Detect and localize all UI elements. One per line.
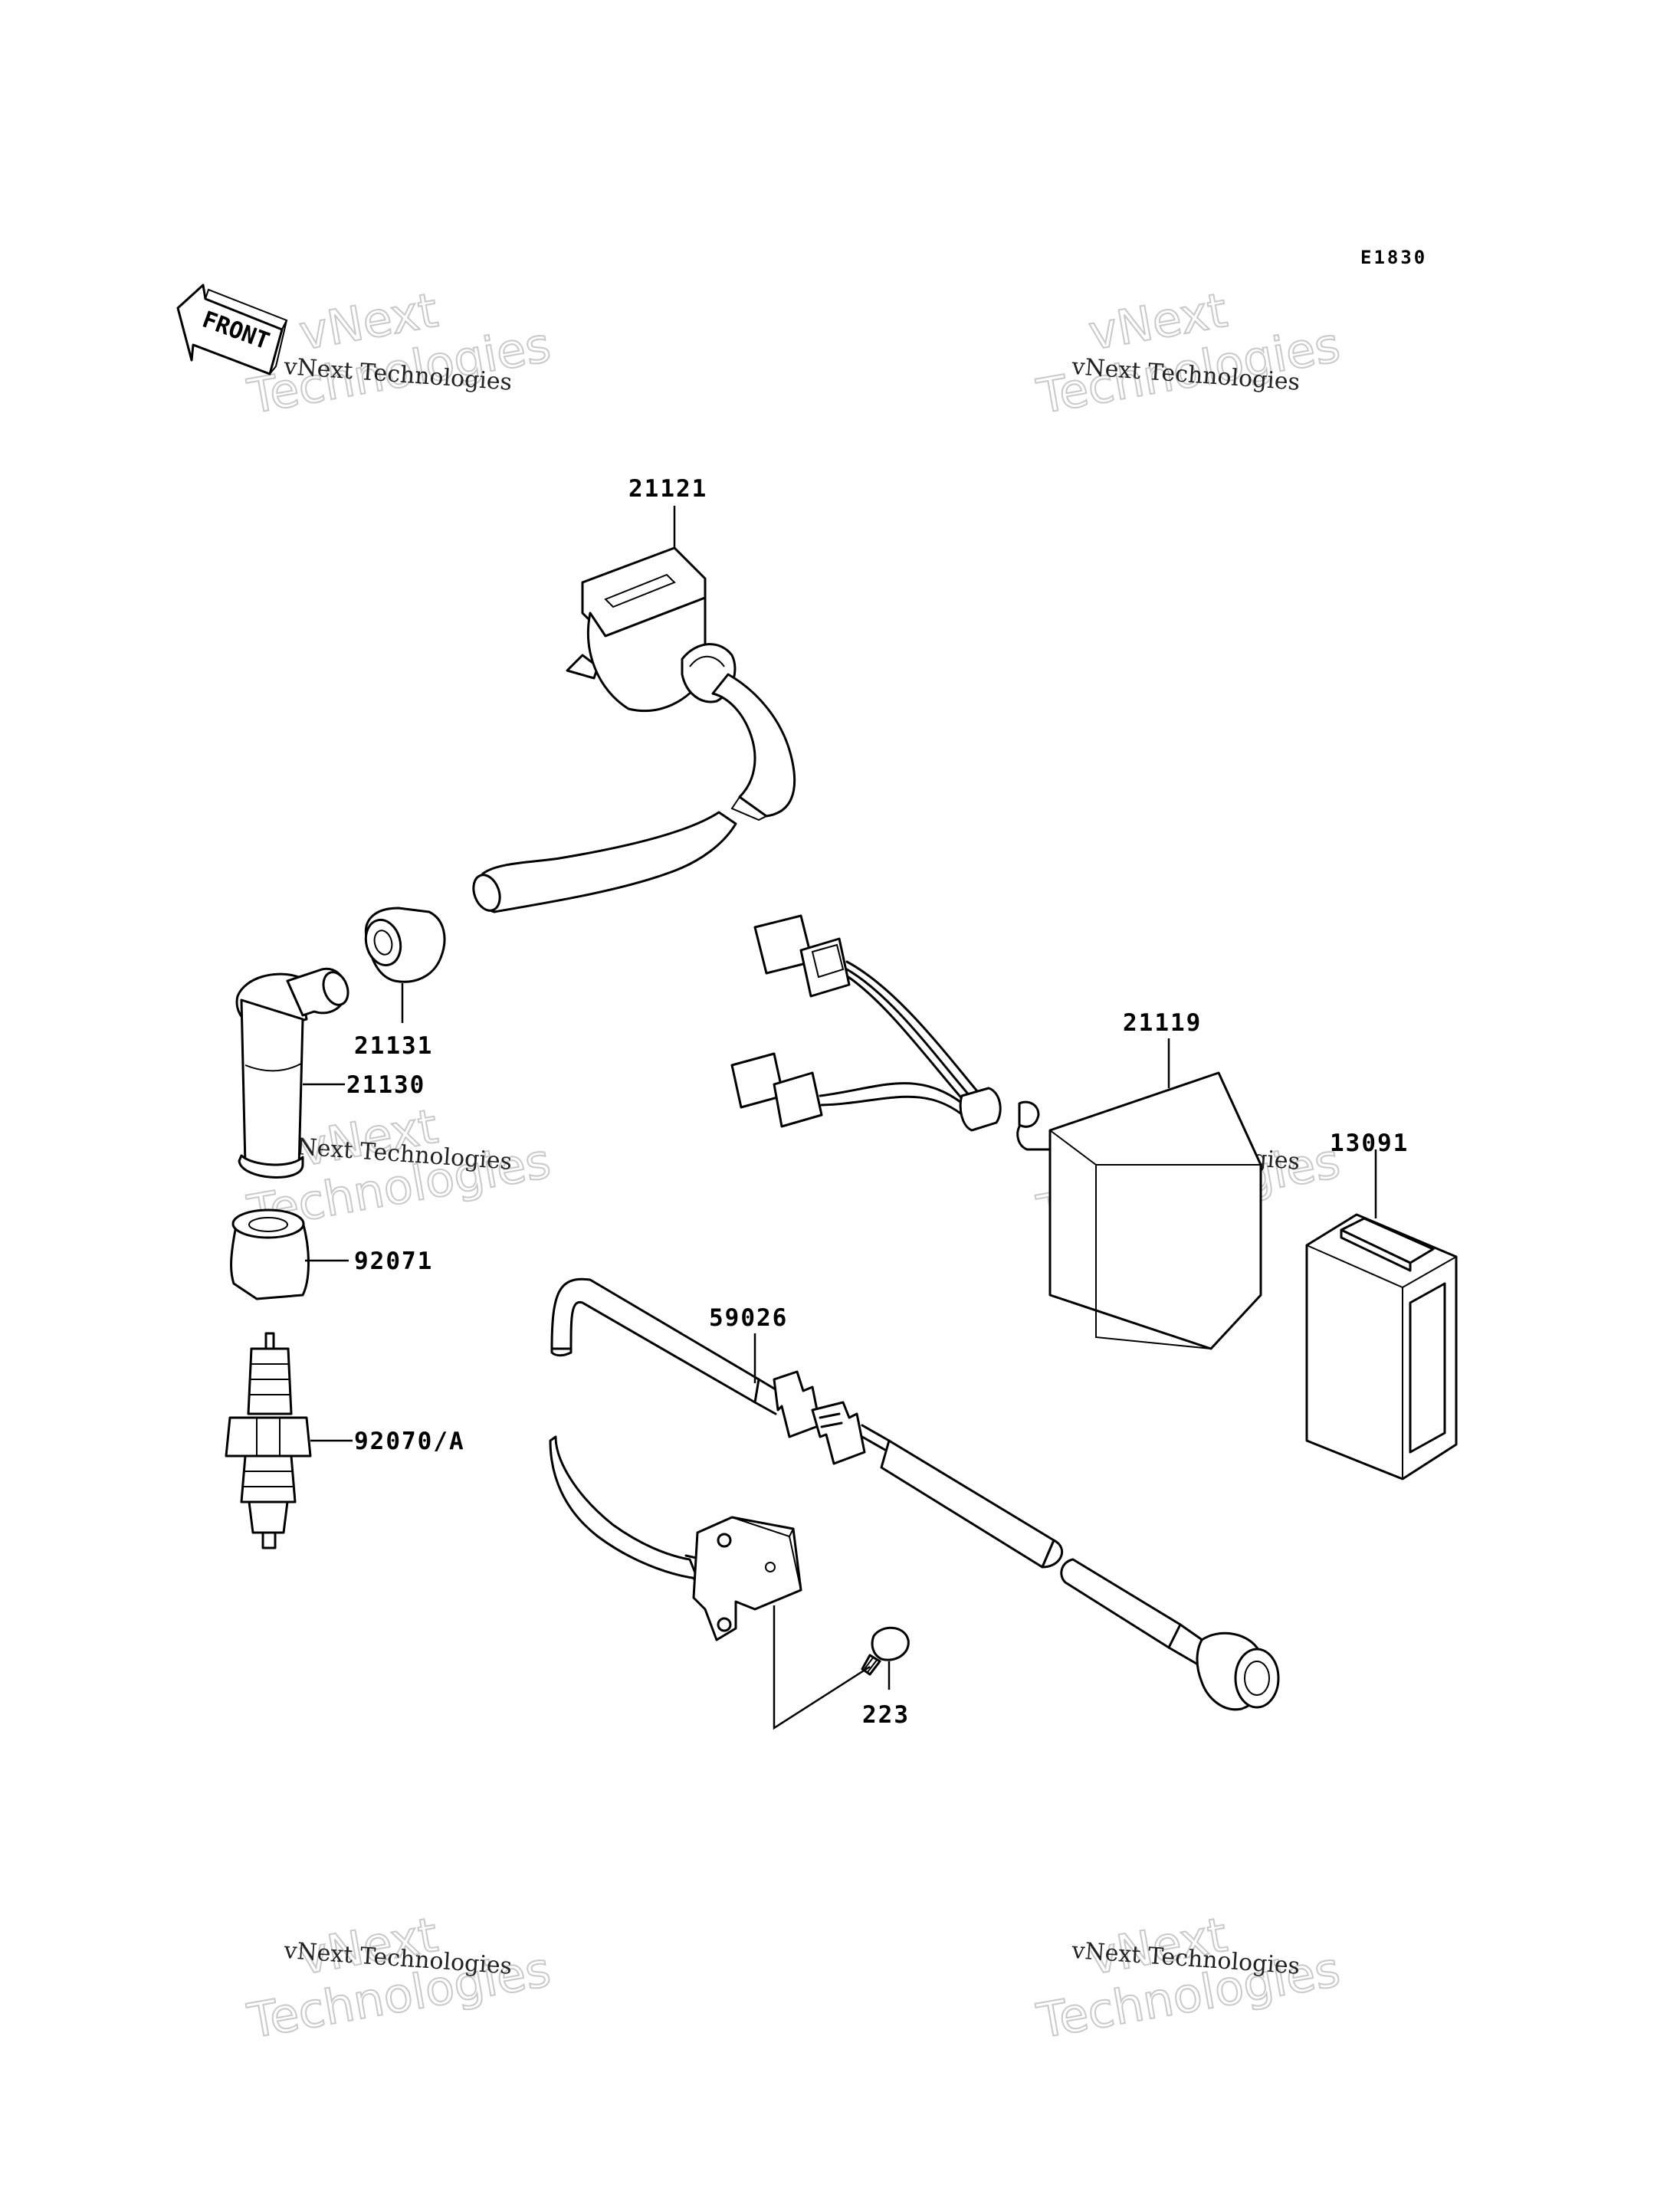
cdi-unit-21119 xyxy=(1048,1071,1262,1350)
spark-plug-92070a xyxy=(225,1332,312,1549)
part-label-223: 223 xyxy=(862,1701,910,1729)
leader-223 xyxy=(773,1605,871,1730)
part-label-21119: 21119 xyxy=(1123,1009,1202,1037)
watermark-top-left: vNext Technologies xyxy=(243,281,556,425)
part-label-92070a: 92070/A xyxy=(354,1428,465,1455)
diagram-code: E1830 xyxy=(1360,247,1427,268)
part-label-21130: 21130 xyxy=(346,1071,425,1099)
damper-13091 xyxy=(1305,1213,1458,1481)
pickup-coil-59026 xyxy=(549,1277,1280,1711)
part-label-21131: 21131 xyxy=(354,1032,433,1060)
part-label-13091: 13091 xyxy=(1330,1130,1409,1157)
plug-cap-21130 xyxy=(235,967,349,1179)
cdi-harness xyxy=(730,914,1052,1151)
part-label-59026: 59026 xyxy=(709,1304,788,1332)
cap-seal-21131 xyxy=(364,907,446,983)
part-label-21121: 21121 xyxy=(628,475,707,503)
boot-92071 xyxy=(230,1208,310,1300)
watermark-top-right: vNext Technologies xyxy=(1032,281,1345,425)
front-arrow-icon: FRONT xyxy=(176,284,288,375)
ignition-coil-21121 xyxy=(472,546,796,913)
part-label-92071: 92071 xyxy=(354,1248,433,1275)
